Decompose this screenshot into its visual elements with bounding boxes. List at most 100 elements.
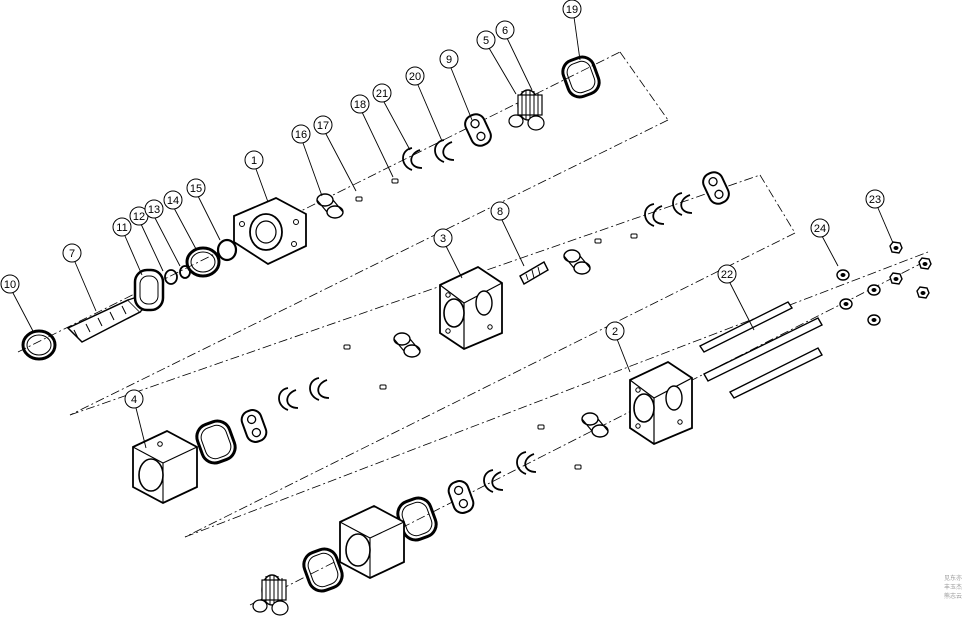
clip-lower-2 <box>309 377 330 401</box>
body-2 <box>629 361 693 445</box>
callout-circle-6 <box>495 20 515 40</box>
seal-9 <box>464 113 492 147</box>
ring-15 <box>216 238 238 262</box>
pin-bottom-1 <box>537 424 545 430</box>
pin-lower-1 <box>343 344 351 350</box>
bushing-16 <box>316 193 344 219</box>
ring-12 <box>164 269 178 285</box>
oring-lower <box>195 419 237 465</box>
pin-bottom-2 <box>574 464 582 470</box>
oring-14 <box>185 246 221 278</box>
seal-bottom <box>447 480 475 514</box>
callout-label-6: 6 <box>502 25 508 37</box>
callout-label-20: 20 <box>409 71 421 83</box>
clip-middle-1 <box>644 203 665 227</box>
oring-bottom-2 <box>302 547 344 593</box>
bushing-lower <box>393 332 421 358</box>
callout-label-23: 23 <box>869 194 881 206</box>
front-cover-1 <box>233 197 307 266</box>
pin-lower-2 <box>379 384 387 390</box>
leader-lines <box>12 16 894 449</box>
callout-label-2: 2 <box>612 326 618 338</box>
nut-2 <box>918 257 932 270</box>
seal-middle <box>702 171 730 205</box>
callout-circle-20 <box>405 66 425 86</box>
pin-middle-2 <box>630 233 638 239</box>
callout-label-15: 15 <box>190 183 202 195</box>
callout-label-22: 22 <box>721 269 733 281</box>
callout-circle-21 <box>372 83 392 103</box>
callout-label-5: 5 <box>483 35 489 47</box>
callout-label-16: 16 <box>295 129 307 141</box>
callout-label-13: 13 <box>148 204 160 216</box>
oring-19 <box>561 55 601 99</box>
pin-middle-1 <box>594 238 602 244</box>
callout-circle-5 <box>476 30 496 50</box>
callout-circle-4 <box>124 389 144 409</box>
bolts-22 <box>698 301 823 399</box>
shaft-7 <box>66 295 147 343</box>
washer-3 <box>839 298 853 310</box>
callout-circle-1 <box>244 150 264 170</box>
clip-lower-1 <box>278 387 299 411</box>
watermark-line-1: 见东亦 <box>944 575 963 582</box>
pin-17 <box>355 196 363 202</box>
seal-lower <box>240 409 268 443</box>
bushing-middle <box>563 249 591 275</box>
callout-circle-17 <box>313 115 333 135</box>
callout-label-21: 21 <box>376 88 388 100</box>
callout-label-7: 7 <box>69 248 75 260</box>
nut-3 <box>889 272 903 285</box>
callout-label-3: 3 <box>440 233 446 245</box>
callout-circle-9 <box>439 49 459 69</box>
nut-23 <box>889 241 903 254</box>
clip-bottom-2 <box>516 451 537 475</box>
watermark: 见东亦 丰玉杰 熊志云 <box>944 574 970 601</box>
callout-label-24: 24 <box>814 223 826 235</box>
callout-circle-2 <box>605 321 625 341</box>
callout-circle-19 <box>562 0 582 19</box>
callout-label-12: 12 <box>133 211 145 223</box>
watermark-line-3: 熊志云 <box>944 593 963 600</box>
callout-label-17: 17 <box>317 120 329 132</box>
callout-circle-16 <box>291 124 311 144</box>
washer-24 <box>836 269 850 281</box>
callout-circle-10 <box>0 274 20 294</box>
end-cover-4 <box>132 429 198 505</box>
nut-4 <box>916 286 930 299</box>
callout-circle-3 <box>433 228 453 248</box>
callout-circle-8 <box>490 201 510 221</box>
callout-label-14: 14 <box>167 195 179 207</box>
pin-18 <box>391 178 399 184</box>
callout-label-18: 18 <box>354 99 366 111</box>
callout-label-19: 19 <box>566 4 578 16</box>
callout-label-9: 9 <box>446 54 452 66</box>
washer-4 <box>867 314 881 326</box>
callout-label-1: 1 <box>251 155 257 167</box>
watermark-line-2: 丰玉杰 <box>944 584 963 591</box>
callout-circle-13 <box>144 199 164 219</box>
shaft-8 <box>519 261 549 285</box>
callout-circle-22 <box>717 264 737 284</box>
callout-circle-14 <box>163 190 183 210</box>
callout-circle-23 <box>865 189 885 209</box>
callout-circle-24 <box>810 218 830 238</box>
bearing-11 <box>133 268 165 312</box>
callout-circle-11 <box>112 217 132 237</box>
gear-bottom <box>252 574 289 616</box>
body-3 <box>439 266 503 350</box>
washer-2 <box>867 284 881 296</box>
callout-label-8: 8 <box>497 206 503 218</box>
clip-20 <box>434 139 455 163</box>
callout-circle-18 <box>350 94 370 114</box>
callout-circle-7 <box>62 243 82 263</box>
callout-label-4: 4 <box>131 394 137 406</box>
callout-circle-15 <box>186 178 206 198</box>
end-cover-bottom <box>339 504 405 580</box>
oring-10 <box>21 329 57 361</box>
callout-label-11: 11 <box>116 222 127 234</box>
callout-label-10: 10 <box>4 279 16 291</box>
